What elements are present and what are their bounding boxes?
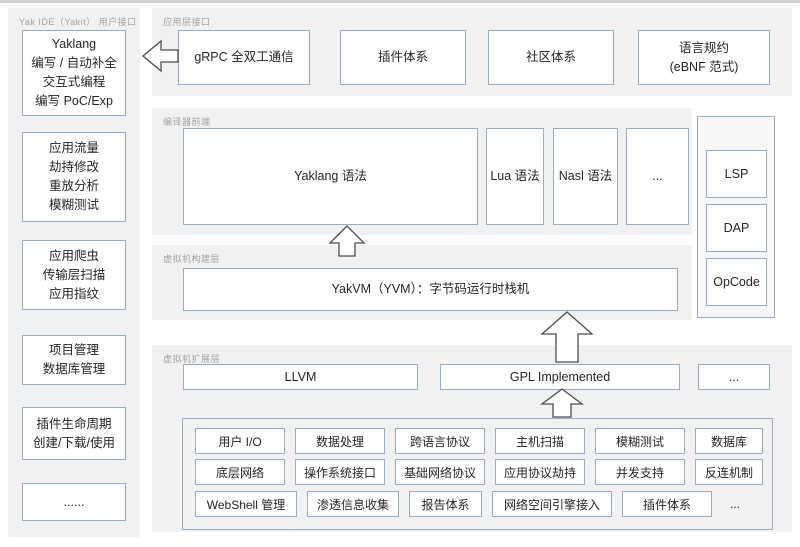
box-line: Lua 语法 [490,169,540,183]
vm-layer-panel: 虚拟机构建层 YakVM（YVM）：字节码运行时栈机 [152,245,692,320]
box-line: 模糊测试 [48,198,99,212]
box-line: Yaklang [51,37,97,51]
box-line: Nasl 语法 [558,169,613,183]
cell-webshell-management: WebShell 管理 [195,491,297,517]
cell-fuzz-testing: 模糊测试 [595,428,685,454]
grid-row-1: 用户 I/O 数据处理 跨语言协议 主机扫描 模糊测试 数据库 [195,428,763,454]
cell-cyberspace-engine-access: 网络空间引擎接入 [492,491,612,517]
box-lua-syntax: Lua 语法 [486,128,544,225]
box-line: 数据库管理 [42,362,106,376]
cell-os-interface: 操作系统接口 [295,459,385,485]
cell-grid-more: ... [729,497,740,511]
box-line: 创建/下载/使用 [33,435,115,450]
cell-user-io: 用户 I/O [195,428,285,454]
box-line: ...... [63,494,85,509]
box-line: 应用爬虫 [48,248,99,263]
box-line: ... [652,169,663,183]
sidebar-box-plugin-lifecycle: 插件生命周期 创建/下载/使用 [22,407,126,460]
user-interface-panel: Yak IDE（Yakit） 用户接口 Yaklang 编写 / 自动补全 交互… [8,8,140,537]
box-line: DAP [723,220,750,235]
box-line: LLVM [284,369,317,384]
sidebar-box-crawler: 应用爬虫 传输层扫描 应用指纹 [22,240,126,310]
cell-report-system: 报告体系 [409,491,482,517]
box-line: 应用指纹 [48,286,99,301]
box-line: 交互式编程 [42,75,106,89]
compiler-frontend-panel: 编译器前端 Yaklang 语法 Lua 语法 Nasl 语法 ... [152,108,692,235]
box-line: 编写 / 自动补全 [31,56,117,70]
app-layer-label: 应用层接口 [163,17,211,27]
box-plugin-system: 插件体系 [340,30,466,85]
box-line: GPL Implemented [509,369,611,384]
cell-reverse-connection: 反连机制 [695,459,763,485]
box-gpl-implemented: GPL Implemented [440,364,680,390]
box-line: 项目管理 [48,343,99,357]
sidebar-section-label: Yak IDE（Yakit） 用户接口 [19,17,137,27]
box-line: 语言规约 [678,40,729,55]
box-line: YakVM（YVM）：字节码运行时栈机 [331,282,530,296]
cell-concurrency-support: 并发支持 [595,459,685,485]
box-line: ... [728,369,740,384]
box-line: 劫持修改 [48,160,99,174]
capability-grid: 用户 I/O 数据处理 跨语言协议 主机扫描 模糊测试 数据库 底层网络 操作系… [182,418,773,530]
box-syntax-more: ... [626,128,689,225]
box-lsp: LSP [706,150,767,198]
box-line: 插件体系 [377,50,428,64]
grid-row-2: 底层网络 操作系统接口 基础网络协议 应用协议劫持 并发支持 反连机制 [195,459,763,485]
box-line: 应用流量 [48,141,99,155]
box-llvm: LLVM [183,364,418,390]
tooling-column: LSP DAP OpCode [697,116,775,318]
bottom-edge-bar [0,0,800,3]
cell-plugin-system: 插件体系 [622,491,712,517]
cell-database: 数据库 [695,428,763,454]
box-grpc: gRPC 全双工通信 [178,30,310,85]
box-line: 编写 PoC/Exp [35,94,113,108]
vm-layer-label: 虚拟机构建层 [163,254,221,264]
compiler-frontend-label: 编译器前端 [163,117,211,127]
box-line: 插件生命周期 [36,416,112,431]
sidebar-box-project: 项目管理 数据库管理 [22,335,126,385]
vm-ext-layer-panel: 虚拟机扩展层 LLVM GPL Implemented ... 用户 I/O 数… [152,345,792,532]
box-line: Yaklang 语法 [294,169,367,183]
grid-row-3: WebShell 管理 渗透信息收集 报告体系 网络空间引擎接入 插件体系 ..… [195,491,748,517]
cell-data-processing: 数据处理 [295,428,385,454]
cell-app-protocol-hijack: 应用协议劫持 [495,459,585,485]
box-line: LSP [724,166,749,181]
box-vm-ext-more: ... [698,364,770,390]
box-yakvm: YakVM（YVM）：字节码运行时栈机 [183,268,678,311]
box-language-spec: 语言规约 (eBNF 范式) [638,30,770,85]
box-yaklang-syntax: Yaklang 语法 [183,128,478,225]
cell-low-level-network: 底层网络 [195,459,285,485]
box-line: (eBNF 范式) [669,59,739,74]
sidebar-box-more: ...... [22,483,126,521]
cell-pentest-info-collection: 渗透信息收集 [307,491,399,517]
box-dap: DAP [706,204,767,252]
sidebar-box-traffic: 应用流量 劫持修改 重放分析 模糊测试 [22,132,126,222]
box-community-system: 社区体系 [488,30,614,85]
box-line: OpCode [713,274,760,289]
cell-cross-language-protocol: 跨语言协议 [395,428,485,454]
box-line: 传输层扫描 [42,267,106,282]
app-layer-panel: 应用层接口 gRPC 全双工通信 插件体系 社区体系 语言规约 (eBNF 范式… [152,8,792,96]
cell-basic-network-protocol: 基础网络协议 [395,459,485,485]
cell-host-scanning: 主机扫描 [495,428,585,454]
box-opcode: OpCode [706,258,767,306]
box-line: 重放分析 [48,179,99,193]
vm-ext-layer-label: 虚拟机扩展层 [163,354,221,364]
box-line: gRPC 全双工通信 [194,50,294,64]
sidebar-box-yaklang-editing: Yaklang 编写 / 自动补全 交互式编程 编写 PoC/Exp [22,30,126,116]
box-line: 社区体系 [525,50,576,64]
box-nasl-syntax: Nasl 语法 [553,128,618,225]
